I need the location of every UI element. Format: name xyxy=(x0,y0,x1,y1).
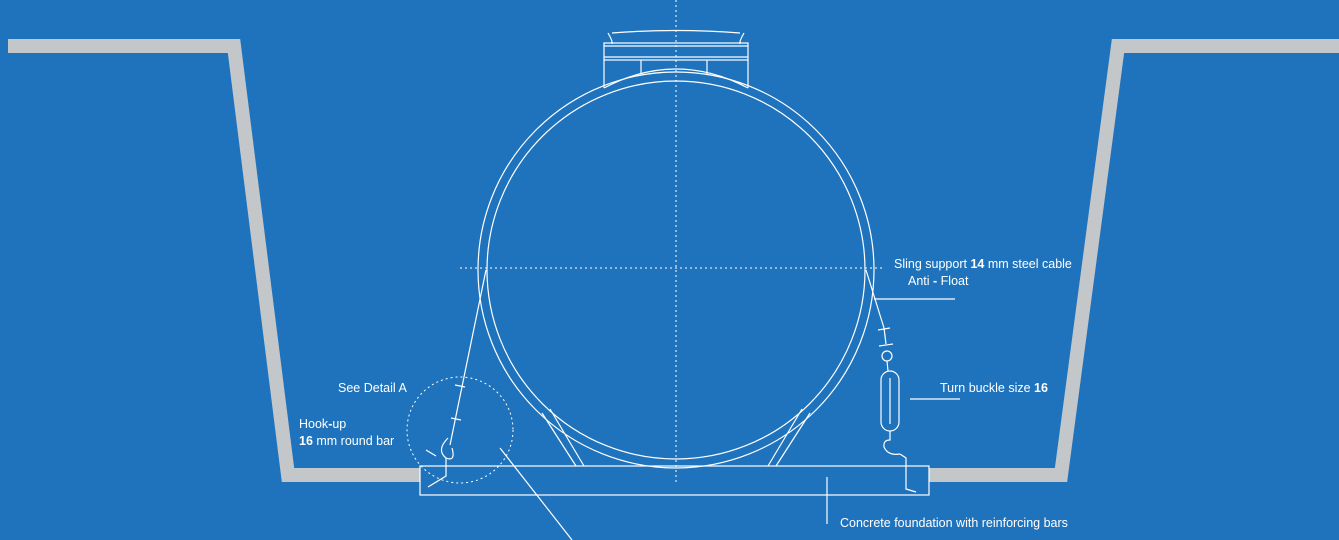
anti-float-label: Anti - Float xyxy=(908,274,969,288)
trench-wall-left xyxy=(8,39,420,482)
foundation-label: Concrete foundation with reinforcing bar… xyxy=(840,516,1068,530)
leader-lines xyxy=(425,298,960,540)
left-anti-float-sling xyxy=(427,269,487,488)
right-anti-float-sling xyxy=(865,269,917,493)
turn-buckle-label: Turn buckle size 16 xyxy=(940,381,1048,395)
tank-outer-shell xyxy=(477,71,875,469)
trench-wall-right xyxy=(929,39,1339,482)
hook-up-label: Hook-up xyxy=(299,417,347,431)
see-detail-label: See Detail A xyxy=(338,381,407,395)
concrete-foundation xyxy=(419,465,930,496)
round-bar-label: 16 mm round bar xyxy=(299,434,395,448)
tank-saddles xyxy=(541,408,811,467)
detail-a-circle xyxy=(406,376,514,484)
sling-support-label: Sling support 14 mm steel cable xyxy=(894,257,1072,271)
tank-manway xyxy=(603,29,749,89)
